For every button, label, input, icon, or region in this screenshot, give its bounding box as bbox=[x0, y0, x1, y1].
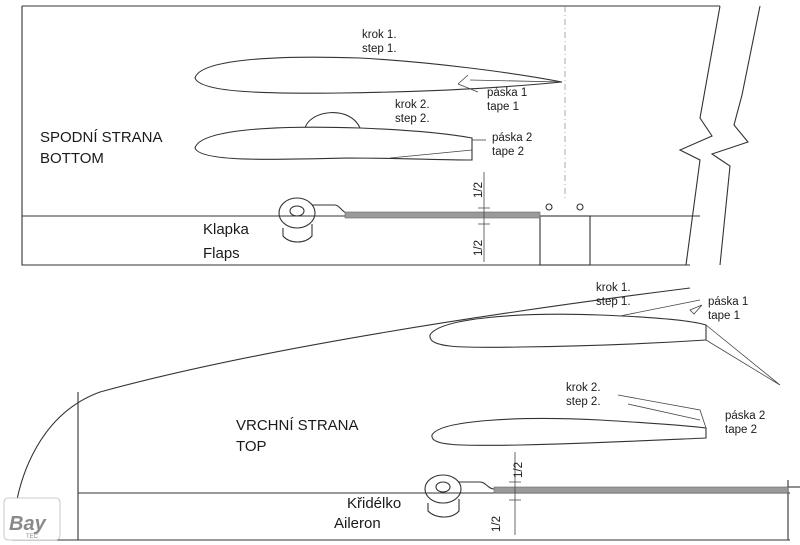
label-tape1-cz-bottom: páska 1 bbox=[708, 296, 748, 308]
label-tape2-cz: páska 2 bbox=[492, 132, 532, 144]
label-step2-cz-bottom: krok 2. bbox=[566, 382, 601, 394]
logo-box bbox=[3, 497, 61, 541]
logo-text: Bay bbox=[9, 513, 47, 535]
label-step2-en: step 2. bbox=[395, 113, 430, 125]
label-half-lower-bottom: 1/2 bbox=[491, 516, 503, 532]
label-tape2-en-bottom: tape 2 bbox=[725, 424, 757, 436]
label-tape2-cz-bottom: páska 2 bbox=[725, 410, 765, 422]
label-step1-cz-bottom: krok 1. bbox=[596, 282, 631, 294]
tape1-line bbox=[469, 79, 563, 83]
hinge-tape-top bbox=[344, 211, 541, 219]
side-title-line1: SPODNÍ STRANA bbox=[40, 129, 163, 146]
tape2-leader bbox=[617, 394, 707, 429]
label-tape1-en: tape 1 bbox=[487, 101, 519, 113]
control-horn-base-bottom bbox=[427, 499, 460, 518]
tape1-pointer bbox=[457, 74, 479, 93]
airfoil-step2-bottom bbox=[431, 418, 707, 446]
pin-right bbox=[576, 203, 584, 211]
servo-bay bbox=[539, 215, 591, 266]
label-surface-en: Flaps bbox=[203, 245, 240, 262]
side-title-line2-bottom: TOP bbox=[236, 438, 267, 455]
side-title-line2: BOTTOM bbox=[40, 150, 104, 167]
airfoil-step1-bottom bbox=[429, 313, 707, 348]
horn-arm-bottom bbox=[459, 481, 495, 490]
label-half-lower: 1/2 bbox=[473, 240, 485, 256]
half-marker-line bbox=[478, 172, 490, 262]
label-step2-en-bottom: step 2. bbox=[566, 396, 601, 408]
label-tape1-en-bottom: tape 1 bbox=[708, 310, 740, 322]
label-tape2-en: tape 2 bbox=[492, 146, 524, 158]
label-half-upper: 1/2 bbox=[473, 182, 485, 198]
wing-leading-edge bbox=[11, 287, 691, 541]
baytec-logo: Bay TEC bbox=[3, 497, 61, 541]
airfoil-step2 bbox=[194, 126, 473, 161]
control-horn-base bbox=[282, 224, 313, 243]
tape1-leader-b bbox=[689, 304, 703, 315]
label-half-upper-bottom: 1/2 bbox=[513, 462, 525, 478]
airfoil-step2-bump bbox=[304, 112, 361, 129]
side-title-line1-bottom: VRCHNÍ STRANA bbox=[236, 417, 359, 434]
logo-subtext: TEC bbox=[26, 534, 39, 540]
label-surface-cz-bottom: Křidélko bbox=[347, 495, 401, 512]
tape1-leader-a bbox=[619, 299, 701, 317]
label-tape1-cz: páska 1 bbox=[487, 87, 527, 99]
horn-arm bbox=[312, 204, 349, 214]
half-marker-line-bottom bbox=[509, 452, 521, 535]
label-step1-en-bottom: step 1. bbox=[596, 296, 631, 308]
break-line-left bbox=[678, 5, 721, 266]
label-surface-en-bottom: Aileron bbox=[334, 515, 381, 532]
label-surface-cz: Klapka bbox=[203, 221, 250, 238]
wing-outline-top-panel bbox=[21, 6, 690, 266]
bottom-side-panel: krok 1. step 1. krok 2. step 2. páska 1 … bbox=[21, 5, 761, 266]
control-horn-inner bbox=[289, 205, 305, 217]
label-step1-cz: krok 1. bbox=[362, 29, 397, 41]
control-horn-outer-bottom bbox=[424, 474, 462, 504]
tape1-long-line bbox=[705, 324, 781, 386]
control-horn-inner-bottom bbox=[435, 481, 451, 493]
pin-left bbox=[545, 203, 553, 211]
tape2-line bbox=[389, 149, 473, 159]
break-line-right bbox=[710, 5, 761, 266]
top-side-panel: krok 1. step 1. páska 1 tape 1 krok 2. s… bbox=[11, 282, 800, 541]
label-step2-cz: krok 2. bbox=[395, 99, 430, 111]
label-step1-en: step 1. bbox=[362, 43, 397, 55]
control-horn-outer bbox=[278, 197, 316, 229]
hinge-tape-bottom bbox=[493, 486, 789, 494]
